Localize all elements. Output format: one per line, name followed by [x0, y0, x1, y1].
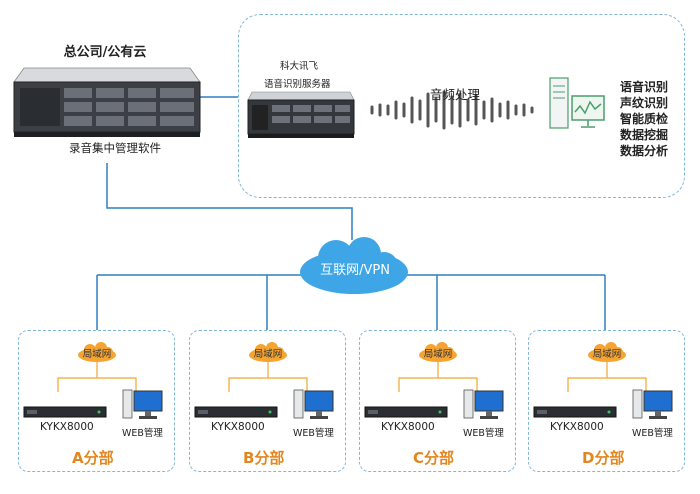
web-management-pc-icon: [122, 389, 163, 419]
function-item: 数据挖掘: [620, 128, 669, 142]
analysis-workstation-icon: [549, 77, 605, 129]
device-model-label: KYKX8000: [211, 421, 265, 433]
branch-name: D分部: [582, 449, 625, 467]
branch-name: C分部: [413, 449, 455, 467]
lan-cloud-icon: [78, 342, 116, 362]
web-management-pc-icon: [463, 389, 504, 419]
function-item: 数据分析: [620, 144, 669, 158]
hq-rack-server-icon: [13, 67, 201, 137]
asr-server-label-line1: 科大讯飞: [280, 61, 319, 72]
asr-server-label-line2: 语音识别服务器: [264, 79, 331, 90]
branch-box: [528, 330, 685, 472]
kykx-recorder-device-icon: [533, 406, 617, 418]
device-model-label: KYKX8000: [550, 421, 604, 433]
lan-label: 局域网: [592, 349, 622, 360]
branch-box: [189, 330, 346, 472]
web-management-pc-icon: [632, 389, 673, 419]
audio-processing-label: 音频处理: [430, 87, 481, 102]
branch-lan-lines: [567, 362, 647, 392]
lan-label: 局域网: [253, 349, 283, 360]
device-model-label: KYKX8000: [381, 421, 435, 433]
branch-name: A分部: [72, 449, 114, 467]
web-management-pc-icon: [293, 389, 334, 419]
branch-lan-lines: [228, 362, 308, 392]
branch-box: [18, 330, 175, 472]
function-list: 语音识别 声纹识别 智能质检 数据挖掘 数据分析: [620, 79, 668, 159]
internet-vpn-label: 互联网/VPN: [320, 263, 390, 278]
function-item: 声纹识别: [620, 96, 669, 110]
lan-cloud-icon: [419, 342, 457, 362]
branch-box: [359, 330, 516, 472]
branch-lan-lines: [398, 362, 478, 392]
web-management-label: WEB管理: [463, 428, 504, 439]
cloud-region-box: [238, 14, 685, 198]
lan-cloud-icon: [249, 342, 287, 362]
kykx-recorder-device-icon: [364, 406, 448, 418]
internet-cloud-icon: [300, 237, 408, 294]
asr-server-icon: [247, 91, 355, 138]
web-management-label: WEB管理: [122, 428, 163, 439]
function-item: 智能质检: [620, 112, 669, 126]
hq-title: 总公司/公有云: [63, 45, 147, 60]
lan-label: 局域网: [423, 349, 453, 360]
kykx-recorder-device-icon: [23, 406, 107, 418]
branch-name: B分部: [243, 449, 285, 467]
web-management-label: WEB管理: [632, 428, 673, 439]
lan-cloud-icon: [588, 342, 626, 362]
web-management-label: WEB管理: [293, 428, 334, 439]
kykx-recorder-device-icon: [194, 406, 278, 418]
hq-caption: 录音集中管理软件: [69, 141, 161, 155]
lan-label: 局域网: [82, 349, 112, 360]
function-item: 语音识别: [620, 80, 669, 94]
device-model-label: KYKX8000: [40, 421, 94, 433]
audio-waveform-icon: [370, 90, 534, 130]
branch-lan-lines: [57, 362, 137, 392]
